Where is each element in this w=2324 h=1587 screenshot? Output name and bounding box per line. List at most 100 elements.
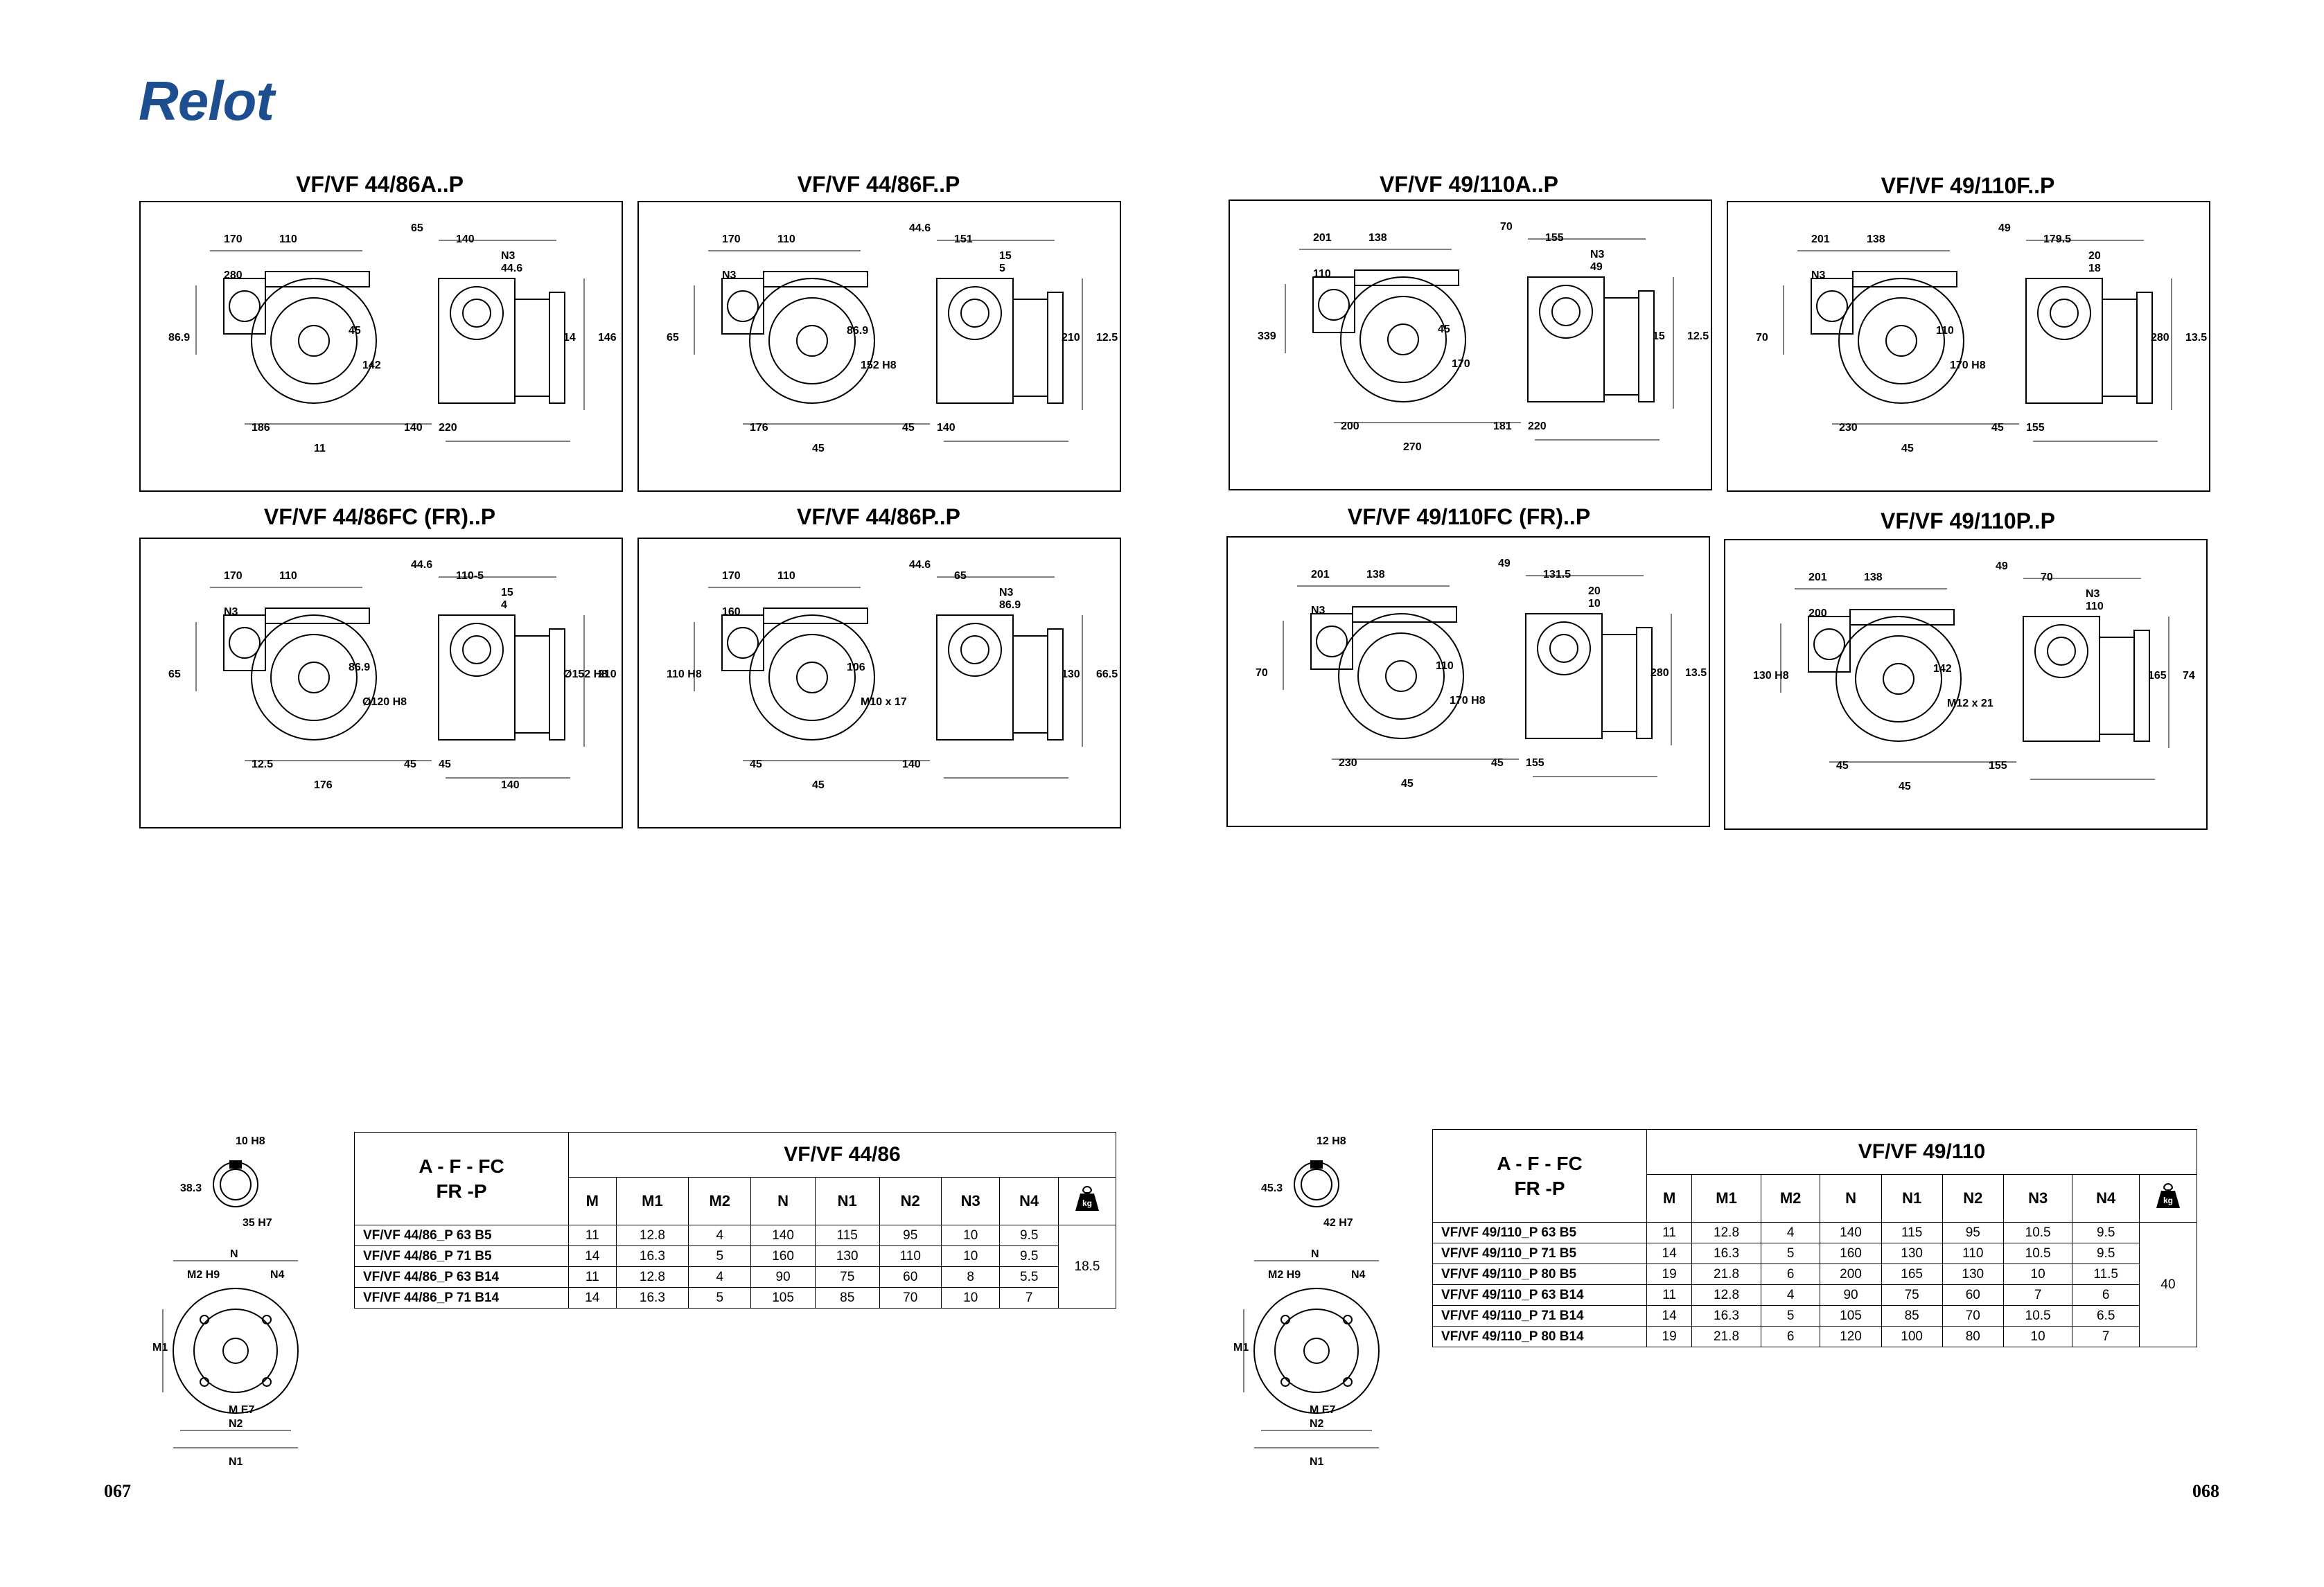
dimension-label: 45.3 [1261, 1182, 1283, 1194]
dimension-label: N3 [501, 250, 516, 262]
dimension-label: M12 x 21 [1947, 698, 1993, 709]
dimension-label: 45 [1991, 422, 2004, 434]
dimension-label: 45 [902, 422, 915, 434]
dimension-label: 12 H8 [1317, 1135, 1346, 1147]
dimension-label: 15 [501, 587, 513, 599]
dimension-label: 339 [1258, 330, 1276, 342]
column-header: N4 [999, 1177, 1059, 1225]
dimension-label: 140 [902, 759, 921, 770]
dimension-label: 110 [2086, 601, 2104, 612]
dimension-label: M1 [152, 1342, 168, 1354]
dimension-label: 130 H8 [1753, 670, 1789, 682]
dimension-label: N3 [2086, 588, 2100, 600]
column-header: N2 [1942, 1174, 2004, 1223]
dimension-label: 138 [1366, 569, 1385, 580]
dimension-label: Ø120 H8 [362, 696, 407, 708]
dimension-label: 176 [314, 779, 333, 791]
dimension-label: 151 [954, 233, 973, 245]
dimension-label: N4 [270, 1269, 285, 1281]
dimension-label: 106 [847, 662, 865, 673]
drawing-title: VF/VF 49/110P..P [1880, 508, 2055, 533]
svg-text:kg: kg [2163, 1196, 2173, 1205]
dimension-label: 12.5 [1096, 332, 1118, 344]
dimension-label: 45 [1899, 781, 1911, 792]
dimension-label: N3 [1811, 269, 1826, 281]
dimension-label: 110 [1936, 325, 1954, 337]
dimension-label: 280 [224, 269, 243, 281]
dimension-label: 65 [667, 332, 679, 344]
dimension-label: 210 [598, 668, 617, 680]
dimension-label: 70 [2041, 571, 2053, 583]
dimension-label: 140 [937, 422, 956, 434]
dimension-label: 45 [1836, 760, 1849, 772]
dimension-label: 13.5 [2185, 332, 2207, 344]
table-title: VF/VF 49/110 [1646, 1129, 2197, 1175]
dimension-label: 110 [777, 233, 795, 245]
dimension-label: 220 [439, 422, 457, 434]
dimension-label: 86.9 [349, 662, 370, 673]
dimension-label: 201 [1313, 232, 1332, 244]
dimension-label: 10 [1588, 598, 1601, 610]
dimension-label: 70 [1500, 221, 1513, 233]
dimension-label: M2 H9 [1268, 1269, 1301, 1281]
dimension-label: 65 [168, 668, 181, 680]
dimension-label: 65 [954, 570, 967, 582]
dimension-label: 45 [812, 443, 825, 454]
dimension-label: 110 [279, 233, 297, 245]
dimension-label: 146 [598, 332, 617, 344]
drawing-title: VF/VF 44/86F..P [797, 172, 960, 197]
weight-value: 18.5 [1058, 1225, 1116, 1309]
dimension-label: 12.5 [1687, 330, 1709, 342]
dimension-label: 170 H8 [1950, 360, 1986, 371]
dimension-label: 65 [411, 222, 423, 234]
column-header: M [1646, 1174, 1693, 1223]
dimension-label: N3 [722, 269, 737, 281]
dimension-label: 140 [456, 233, 475, 245]
dimension-label: 35 H7 [243, 1217, 272, 1229]
column-header: N4 [2072, 1174, 2140, 1223]
dimension-label: 179.5 [2043, 233, 2071, 245]
dimension-label: 44.6 [411, 559, 432, 571]
dimension-label: 45 [750, 759, 762, 770]
dimension-label: 176 [750, 422, 768, 434]
dimension-label: 181 [1493, 420, 1512, 432]
dimension-label: 44.6 [909, 222, 931, 234]
dimension-label: 230 [1339, 757, 1357, 769]
dimension-label: 170 [1452, 358, 1470, 370]
dimension-label: N3 [1590, 249, 1605, 260]
dimension-label: 142 [1933, 663, 1952, 675]
drawing-title: VF/VF 44/86P..P [797, 504, 960, 529]
dimension-label: N [230, 1248, 238, 1260]
drawing-title: VF/VF 49/110FC (FR)..P [1347, 504, 1591, 529]
dimension-label: N3 [999, 587, 1014, 599]
column-header: N [750, 1177, 816, 1225]
column-header: N3 [940, 1177, 1001, 1225]
dimension-label: 44.6 [909, 559, 931, 571]
dimension-label: 45 [1401, 778, 1414, 790]
dimension-label: Ø152 H8 [563, 668, 608, 680]
column-header: M2 [688, 1177, 752, 1225]
column-header: N1 [1881, 1174, 1943, 1223]
dimension-label: 110 [1436, 660, 1454, 672]
dimension-label: 11 [314, 443, 326, 454]
dimension-label: 74 [2183, 670, 2195, 682]
dimension-label: 45 [1438, 323, 1450, 335]
dimension-table: A - F - FC FR -P VF/VF 49/110 M M1 M2 N … [1432, 1129, 2197, 1347]
dimension-label: 138 [1864, 571, 1883, 583]
table-title: VF/VF 44/86 [568, 1132, 1116, 1178]
dimension-label: N3 [224, 606, 238, 618]
dimension-label: 49 [1996, 560, 2008, 572]
dimension-label: 15 [999, 250, 1012, 262]
